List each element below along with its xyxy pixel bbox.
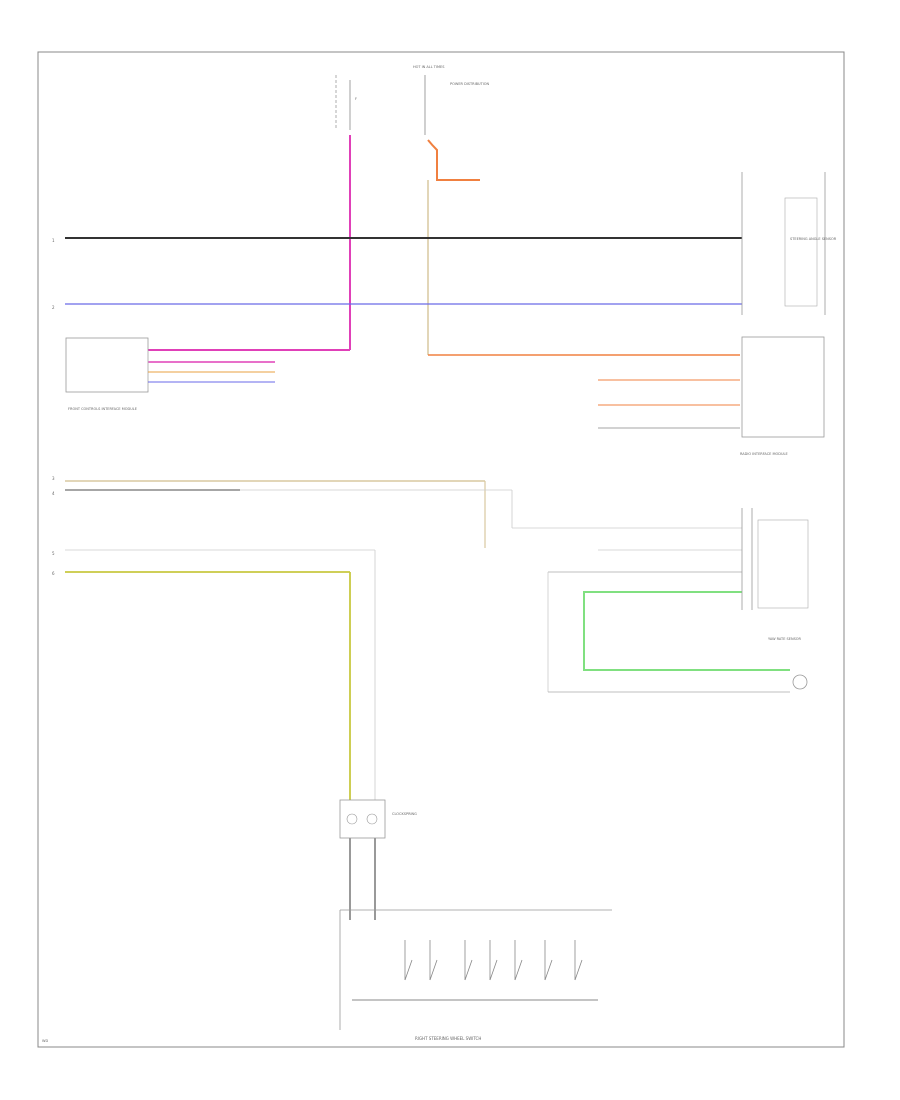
steering-angle-module: STEERING ANGLE SENSOR — [741, 172, 837, 315]
clockspring-label: CLOCKSPRING — [392, 812, 417, 816]
svg-text:F: F — [355, 97, 357, 101]
steering-switch-module: RIGHT STEERING WHEEL SWITCH — [339, 909, 612, 1041]
fuse-top-label: HOT IN ALL TIMES — [413, 65, 445, 69]
front-controls-label: FRONT CONTROLS INTERFACE MODULE — [68, 407, 137, 411]
pin-markers: 1 2 3 4 5 6 — [52, 238, 55, 576]
clockspring-module: CLOCKSPRING — [339, 799, 417, 839]
yaw-rate-module: YAW RATE SENSOR — [741, 508, 809, 690]
orange-wire — [427, 139, 740, 429]
radio-interface-module: RADIO INTERFACE MODULE — [740, 336, 825, 456]
yaw-wires — [547, 549, 790, 693]
pin-marker: 5 — [52, 551, 55, 556]
steering-switch-caption: RIGHT STEERING WHEEL SWITCH — [415, 1036, 481, 1041]
clockspring-wires — [65, 549, 376, 920]
tan-wires — [65, 480, 742, 548]
yaw-rate-label: YAW RATE SENSOR — [768, 637, 802, 641]
fuse-right: HOT IN ALL TIMES POWER DISTRIBUTION — [413, 65, 490, 135]
magenta-wire — [148, 135, 351, 363]
diagram-frame — [37, 51, 845, 1048]
pin-marker: 4 — [52, 491, 55, 496]
radio-interface-label: RADIO INTERFACE MODULE — [740, 452, 788, 456]
pin-marker: 1 — [52, 238, 55, 243]
fuse-left: F — [335, 75, 357, 130]
front-controls-module: FRONT CONTROLS INTERFACE MODULE — [65, 337, 149, 411]
steering-angle-label: STEERING ANGLE SENSOR — [790, 237, 837, 241]
power-dist-label: POWER DISTRIBUTION — [450, 82, 490, 86]
pin-marker: 2 — [52, 305, 55, 310]
footer-code: WD — [42, 1039, 48, 1043]
switch-contacts — [404, 940, 583, 981]
pin-marker: 6 — [52, 571, 55, 576]
pin-marker: 3 — [52, 476, 55, 481]
